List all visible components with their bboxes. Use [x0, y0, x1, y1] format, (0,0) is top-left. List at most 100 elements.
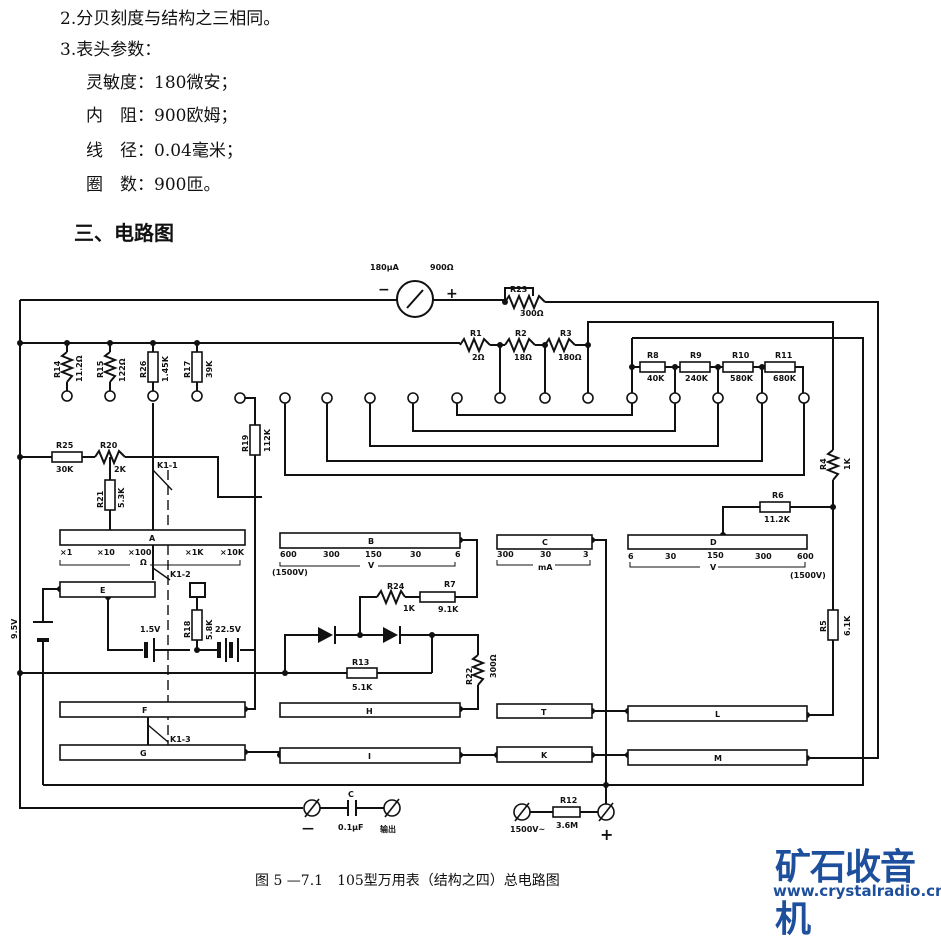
svg-text:R5: R5: [819, 620, 828, 632]
wafer-m: [627, 749, 808, 766]
wafer-h-label: H: [366, 707, 373, 716]
svg-text:R18: R18: [183, 620, 192, 638]
battery-22v5-label: 22.5V: [215, 625, 242, 634]
svg-text:R1: R1: [470, 329, 482, 338]
range-acv-600: 600: [797, 552, 814, 561]
battery-9v-label: 9.5V: [10, 618, 19, 639]
svg-text:R19: R19: [241, 434, 250, 452]
svg-text:R7: R7: [444, 580, 456, 589]
svg-text:R26: R26: [139, 360, 148, 378]
svg-text:R15: R15: [96, 360, 105, 378]
meter-resistance: 900Ω: [430, 263, 454, 272]
text-line-3: 灵敏度：180微安；: [86, 73, 238, 93]
svg-text:6.1K: 6.1K: [843, 615, 852, 636]
switch-wafers[interactable]: [59, 529, 808, 766]
range-acv-unit: V: [710, 563, 717, 572]
svg-text:180Ω: 180Ω: [558, 353, 582, 362]
wafer-c-label: C: [542, 538, 548, 547]
wafer-t: [496, 703, 593, 719]
svg-text:9.1K: 9.1K: [438, 605, 459, 614]
range-ohm-x100: ×100: [128, 548, 152, 557]
wafer-e-label: E: [100, 586, 105, 595]
range-acv-30: 30: [665, 552, 677, 561]
range-ma-3: 3: [583, 550, 589, 559]
svg-text:300Ω: 300Ω: [489, 654, 498, 678]
svg-text:R21: R21: [96, 490, 105, 508]
meter-minus: −: [378, 282, 390, 298]
watermark-url: www.crystalradio.cn: [773, 882, 941, 900]
svg-text:R10: R10: [732, 351, 750, 360]
circuit-diagram: 180μA 900Ω − + 9.5V 1.5V 22.5V C 0.1μF —…: [10, 263, 879, 844]
range-acv-1500: (1500V): [790, 571, 826, 580]
wafer-d: [627, 534, 808, 550]
wafer-b: [279, 532, 461, 549]
switch-k11-label: K1-1: [157, 461, 178, 470]
svg-text:R20: R20: [100, 441, 118, 450]
wafer-k: [496, 746, 593, 763]
wafer-i-label: I: [368, 752, 371, 761]
range-ma-30: 30: [540, 550, 552, 559]
svg-text:40K: 40K: [647, 374, 665, 383]
range-dcv-30: 30: [410, 550, 422, 559]
svg-text:R11: R11: [775, 351, 793, 360]
meter-icon: [396, 280, 434, 318]
svg-text:3.6M: 3.6M: [556, 821, 578, 830]
svg-text:300Ω: 300Ω: [520, 309, 544, 318]
switch-contacts: [147, 469, 173, 743]
wafer-a: [59, 529, 246, 546]
svg-text:R6: R6: [772, 491, 784, 500]
wafer-g: [59, 744, 246, 761]
svg-text:5.3K: 5.3K: [117, 487, 126, 508]
terminal-hv-label: 1500V~: [510, 825, 545, 834]
battery-1v5-label: 1.5V: [140, 625, 161, 634]
range-ma-unit: mA: [538, 563, 553, 572]
range-dcv-300: 300: [323, 550, 340, 559]
svg-text:11.2Ω: 11.2Ω: [75, 355, 84, 382]
svg-text:R13: R13: [352, 658, 369, 667]
terminal-minus-label: —: [302, 821, 314, 835]
svg-text:1K: 1K: [403, 604, 416, 613]
range-dcv-unit: V: [368, 561, 375, 570]
wafer-l-label: L: [715, 710, 720, 719]
svg-text:R17: R17: [183, 361, 192, 378]
svg-text:R8: R8: [647, 351, 659, 360]
zigzag-resistors: [59, 293, 841, 686]
svg-text:R9: R9: [690, 351, 702, 360]
range-acv-6: 6: [628, 552, 634, 561]
svg-text:122Ω: 122Ω: [118, 358, 127, 382]
svg-text:5.1K: 5.1K: [352, 683, 373, 692]
svg-text:R2: R2: [515, 329, 527, 338]
wafer-e: [59, 581, 156, 598]
range-dcv-600: 600: [280, 550, 297, 559]
svg-text:2Ω: 2Ω: [472, 353, 485, 362]
range-labels: ×1 ×10 ×100 ×1K ×10K Ω 600 300 150 30 6 …: [60, 548, 826, 580]
text-line-1: 2.分贝刻度与结构之三相同。: [60, 9, 281, 29]
svg-text:11.2K: 11.2K: [764, 515, 791, 524]
capacitor-name: C: [348, 790, 354, 799]
svg-text:18Ω: 18Ω: [514, 353, 532, 362]
selector-contacts[interactable]: [61, 390, 810, 404]
wafer-t-label: T: [541, 708, 547, 717]
range-ohm-unit: Ω: [140, 558, 147, 567]
svg-text:R25: R25: [56, 441, 74, 450]
figure-caption: 图 5 —7.1 105型万用表（结构之四）总电路图: [255, 873, 560, 889]
svg-text:R4: R4: [819, 458, 828, 470]
wafer-l: [627, 705, 808, 722]
terminal-output-label: 输出: [380, 824, 396, 834]
wafer-f-label: F: [142, 706, 147, 715]
wafer-m-label: M: [714, 754, 722, 763]
resistor-labels: R14 11.2Ω R15 122Ω R26 1.45K R17 39K R19…: [53, 285, 852, 830]
wafer-a-label: A: [149, 534, 156, 543]
range-dcv-6: 6: [455, 550, 461, 559]
range-acv-300: 300: [755, 552, 772, 561]
wafer-i: [279, 747, 461, 764]
range-dcv-1500: (1500V): [272, 568, 308, 577]
svg-text:39K: 39K: [205, 360, 214, 378]
meter-plus: +: [446, 286, 458, 302]
meter-current: 180μA: [370, 263, 400, 272]
switch-k13-label: K1-3: [170, 735, 191, 744]
svg-text:5.8K: 5.8K: [205, 619, 214, 640]
switch-k12-label: K1-2: [170, 570, 191, 579]
terminal-jacks[interactable]: [303, 798, 615, 822]
wafer-f: [59, 701, 246, 718]
